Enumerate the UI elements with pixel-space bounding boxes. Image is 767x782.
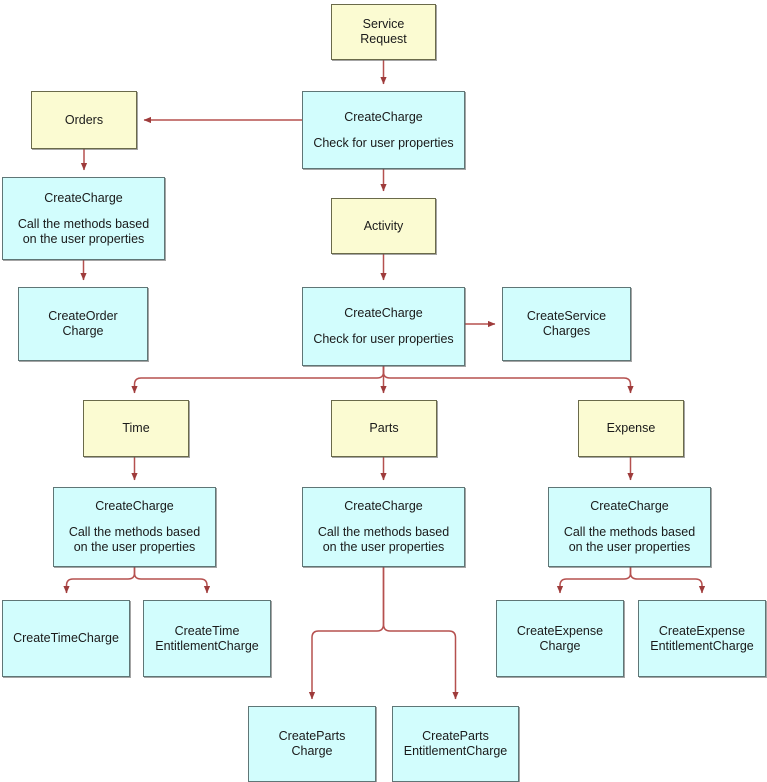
node-label: CreateParts <box>422 729 489 743</box>
node-label: Call the methods based <box>17 216 150 231</box>
node-label: Call the methods based <box>563 525 696 539</box>
node-label: CreateParts <box>278 729 346 743</box>
node-label: CreateService <box>526 309 607 323</box>
node-label: Call the methods based <box>317 525 450 539</box>
node-label: Activity <box>363 218 404 233</box>
node-label: CreateOrder <box>48 309 118 323</box>
edge-createcharge-to-createexpenseentitlementcharge <box>629 567 706 594</box>
node-label: on the user properties <box>22 231 145 246</box>
node-label: Call the methods based <box>68 525 201 539</box>
node-label: CreateTimeCharge <box>13 631 119 645</box>
edge-createcharge-to-expense <box>382 366 634 394</box>
node-label: Charges <box>542 324 591 338</box>
node-parts[interactable]: Parts <box>331 400 437 457</box>
edge-createcharge-to-time <box>131 366 385 394</box>
node-label: CreateExpense <box>658 623 746 638</box>
node-label: Service <box>362 17 405 31</box>
node-label: on the user properties <box>568 540 691 554</box>
node-label: on the user properties <box>322 540 445 554</box>
node-label: Orders <box>64 112 104 127</box>
node-activity[interactable]: Activity <box>331 198 436 254</box>
node-label: on the user properties <box>73 540 196 554</box>
edge-createcharge-to-createtimeentitlementcharge <box>133 567 211 594</box>
edge-createcharge-to-createpartsentitlementcharge <box>382 567 459 700</box>
node-orders[interactable]: Orders <box>31 91 137 149</box>
node-label: Charge <box>62 324 104 338</box>
node-label: CreateCharge <box>95 499 174 513</box>
node-label: CreateCharge <box>344 109 423 124</box>
node-label: EntitlementCharge <box>650 638 754 653</box>
node-label: Charge <box>291 744 333 758</box>
node-createtimecharge[interactable]: CreateTimeCharge <box>2 600 130 677</box>
node-label: CreateExpense <box>516 623 604 638</box>
edge-createcharge-to-createexpensecharge <box>556 567 632 594</box>
node-expense[interactable]: Expense <box>578 400 684 457</box>
node-label: Charge <box>539 638 581 653</box>
node-time[interactable]: Time <box>83 400 189 457</box>
node-label: CreateCharge <box>344 306 423 320</box>
node-label: Expense <box>606 421 656 435</box>
node-label: CreateCharge <box>44 190 123 205</box>
node-label: EntitlementCharge <box>155 638 259 653</box>
node-label: Check for user properties <box>313 332 454 346</box>
node-label: Check for user properties <box>313 135 454 150</box>
edge-createcharge-to-createpartscharge <box>308 567 385 700</box>
node-label: CreateTime <box>174 623 240 638</box>
node-label: Request <box>360 32 407 46</box>
node-label: EntitlementCharge <box>403 744 508 758</box>
edge-createcharge-to-createtimecharge <box>63 567 136 594</box>
node-label: CreateCharge <box>590 499 669 513</box>
node-label: Time <box>122 421 150 435</box>
node-label: CreateCharge <box>344 499 423 513</box>
node-label: Parts <box>369 421 399 435</box>
